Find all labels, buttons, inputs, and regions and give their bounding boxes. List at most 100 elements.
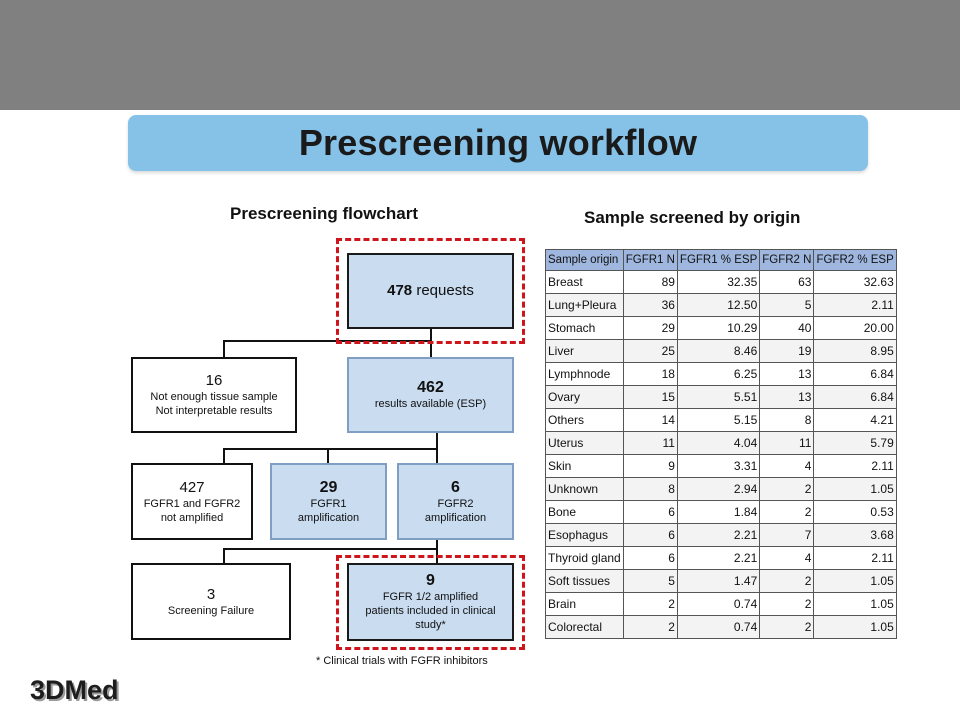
requests-count: 478 (387, 282, 413, 299)
value-cell: 2.21 (676, 546, 761, 570)
not-amplified-box: 427 FGFR1 and FGFR2 not amplified (131, 463, 253, 540)
origin-cell: Breast (545, 270, 624, 294)
value-cell: 89 (622, 270, 678, 294)
value-cell: 4.04 (676, 431, 761, 455)
value-cell: 2 (759, 592, 815, 616)
value-cell: 7 (759, 523, 815, 547)
value-cell: 32.35 (676, 270, 761, 294)
title-banner: Prescreening workflow (128, 115, 868, 171)
value-cell: 36 (622, 293, 678, 317)
value-cell: 2 (759, 569, 815, 593)
value-cell: 6 (622, 546, 678, 570)
screening-failure-box: 3 Screening Failure (131, 563, 291, 640)
value-cell: 11 (759, 431, 815, 455)
fgfr2-line2: amplification (424, 511, 487, 524)
origin-cell: Ovary (545, 385, 624, 409)
origin-cell: Brain (545, 592, 624, 616)
value-cell: 5.79 (813, 431, 897, 455)
connector (223, 548, 438, 550)
value-cell: 2.94 (676, 477, 761, 501)
connector (223, 340, 225, 358)
included-line2: patients included in clinical (365, 605, 496, 617)
value-cell: 6 (622, 523, 678, 547)
value-cell: 2 (759, 500, 815, 524)
value-cell: 2.11 (813, 293, 897, 317)
highlight-frame-included (336, 555, 525, 650)
not-enough-count: 16 (205, 372, 223, 389)
origin-table: Sample origin FGFR1 N FGFR1 % ESP FGFR2 … (545, 249, 897, 639)
not-enough-line2: Not interpretable results (155, 405, 273, 417)
value-cell: 18 (622, 362, 678, 386)
value-cell: 2.21 (676, 523, 761, 547)
value-cell: 4.21 (813, 408, 897, 432)
origin-cell: Others (545, 408, 624, 432)
screening-failure-label: Screening Failure (167, 604, 255, 617)
value-cell: 12.50 (676, 293, 761, 317)
origin-cell: Stomach (545, 316, 624, 340)
included-line1: FGFR 1/2 amplified (382, 591, 479, 603)
value-cell: 2 (759, 615, 815, 639)
fgfr2-count: 6 (451, 478, 460, 496)
results-box: 462 results available (ESP) (347, 357, 514, 433)
screening-failure-count: 3 (206, 585, 216, 603)
value-cell: 0.74 (676, 592, 761, 616)
value-cell: 1.05 (813, 592, 897, 616)
slide-title: Prescreening workflow (298, 122, 698, 163)
value-cell: 8.95 (813, 339, 897, 363)
table-heading: Sample screened by origin (584, 208, 801, 227)
results-count: 462 (417, 379, 444, 396)
origin-cell: Lymphnode (545, 362, 624, 386)
fgfr1-line2: amplification (297, 511, 360, 524)
value-cell: 4 (759, 546, 815, 570)
value-cell: 2.11 (813, 546, 897, 570)
origin-cell: Skin (545, 454, 624, 478)
connector (223, 448, 225, 464)
column-header: FGFR1 % ESP (676, 249, 761, 271)
fgfr2-box: 6 FGFR2 amplification (397, 463, 514, 540)
value-cell: 25 (622, 339, 678, 363)
top-band (0, 0, 960, 110)
value-cell: 6.84 (813, 362, 897, 386)
origin-cell: Unknown (545, 477, 624, 501)
value-cell: 2 (759, 477, 815, 501)
value-cell: 1.05 (813, 615, 897, 639)
value-cell: 11 (622, 431, 678, 455)
value-cell: 20.00 (813, 316, 897, 340)
value-cell: 40 (759, 316, 815, 340)
value-cell: 29 (622, 316, 678, 340)
value-cell: 5 (622, 569, 678, 593)
value-cell: 6.25 (676, 362, 761, 386)
not-enough-line1: Not enough tissue sample (150, 391, 278, 403)
origin-cell: Thyroid gland (545, 546, 624, 570)
value-cell: 1.84 (676, 500, 761, 524)
not-amplified-count: 427 (179, 478, 205, 496)
value-cell: 8 (759, 408, 815, 432)
value-cell: 2 (622, 615, 678, 639)
origin-cell: Esophagus (545, 523, 624, 547)
value-cell: 2.11 (813, 454, 897, 478)
origin-cell: Lung+Pleura (545, 293, 624, 317)
results-label: results available (ESP) (374, 398, 487, 410)
value-cell: 1.05 (813, 569, 897, 593)
not-amplified-line2: not amplified (160, 511, 224, 524)
value-cell: 13 (759, 385, 815, 409)
value-cell: 1.05 (813, 477, 897, 501)
flowchart-heading: Prescreening flowchart (230, 204, 419, 223)
origin-cell: Bone (545, 500, 624, 524)
value-cell: 6 (622, 500, 678, 524)
column-header: FGFR2 % ESP (813, 249, 897, 271)
value-cell: 3.68 (813, 523, 897, 547)
table-header-row: Sample origin FGFR1 N FGFR1 % ESP FGFR2 … (545, 249, 897, 271)
origin-cell: Uterus (545, 431, 624, 455)
value-cell: 2 (622, 592, 678, 616)
